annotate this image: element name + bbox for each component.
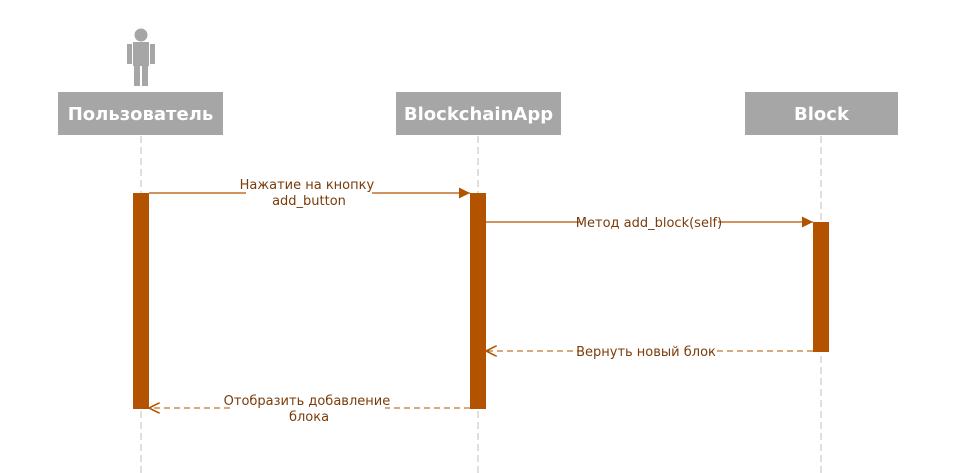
message-label-show-added-line-1: Отобразить добавление [224,394,391,409]
message-label-bg-add-block [580,214,718,230]
message-label-show-added-line-2: блока [289,410,329,425]
message-label-press-button-line-1: Нажатие на кнопку [240,178,375,193]
activation-bar-block [813,222,829,352]
message-label-add-block: Метод add_block(self) [576,216,722,231]
activation-bar-user [133,193,149,409]
participant-user-label: Пользователь [68,104,214,125]
message-label-press-button-line-2: add_button [272,194,346,209]
participant-block-box [745,92,898,135]
participant-block-label: Block [794,104,850,125]
message-label-press-button: Нажатие на кнопку add_button [240,178,379,209]
participant-block: Block [745,92,898,135]
activation-bar-blockchainapp [470,193,486,409]
participant-user: Пользователь [58,92,223,135]
message-label-bg-show-added [233,392,385,424]
message-label-return-block: Вернуть новый блок [576,345,716,360]
participant-blockchainapp: BlockchainApp [396,92,561,135]
message-label-show-added: Отобразить добавление блока [224,394,395,425]
participant-user-box [58,92,223,135]
participant-blockchainapp-label: BlockchainApp [404,104,553,125]
participant-blockchainapp-box [396,92,561,135]
message-label-bg-return-block [580,343,712,359]
user-actor-icon [127,28,155,86]
message-label-bg-press-button [246,176,372,210]
